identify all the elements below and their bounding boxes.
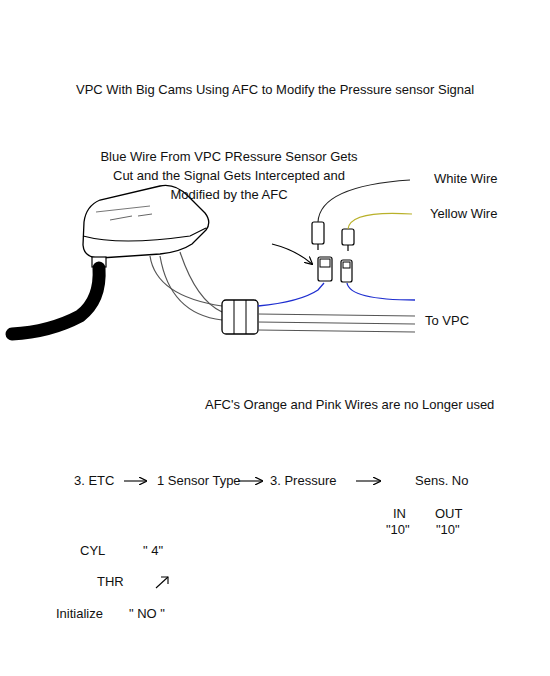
menu-item: 3. ETC: [74, 473, 114, 489]
setting-value: " 4": [143, 543, 163, 559]
note-text: AFC's Orange and Pink Wires are no Longe…: [205, 397, 494, 413]
menu-arrow: [238, 480, 262, 481]
throttle-arrow-icon: [156, 577, 168, 588]
vacuum-hose: [12, 268, 99, 334]
male-connector: [312, 222, 324, 244]
setting-value: "10": [386, 522, 410, 538]
menu-item: 3. Pressure: [270, 473, 336, 489]
callout-text: Blue Wire From VPC PRessure Sensor Gets …: [98, 147, 360, 204]
setting-value: " NO ": [129, 606, 165, 622]
callout-arrow: [272, 244, 312, 264]
menu-arrow: [124, 480, 146, 481]
diagram-title: VPC With Big Cams Using AFC to Modify th…: [76, 82, 474, 98]
menu-arrow: [356, 480, 380, 481]
harness-clamp: [222, 300, 258, 334]
column-header: IN: [393, 506, 406, 522]
column-header: OUT: [435, 506, 462, 522]
wire-label: To VPC: [425, 313, 469, 329]
blue-wire: [258, 283, 324, 306]
setting-name: THR: [97, 574, 124, 590]
female-connector: [318, 257, 332, 281]
yellow-wire: [348, 213, 412, 229]
menu-item: 1 Sensor Type: [157, 473, 241, 489]
wire-label: Yellow Wire: [430, 206, 497, 222]
wire-label: White Wire: [434, 171, 498, 187]
menu-item: Sens. No: [415, 473, 468, 489]
setting-value: "10": [436, 522, 460, 538]
setting-name: CYL: [80, 543, 105, 559]
setting-name: Initialize: [56, 606, 103, 622]
